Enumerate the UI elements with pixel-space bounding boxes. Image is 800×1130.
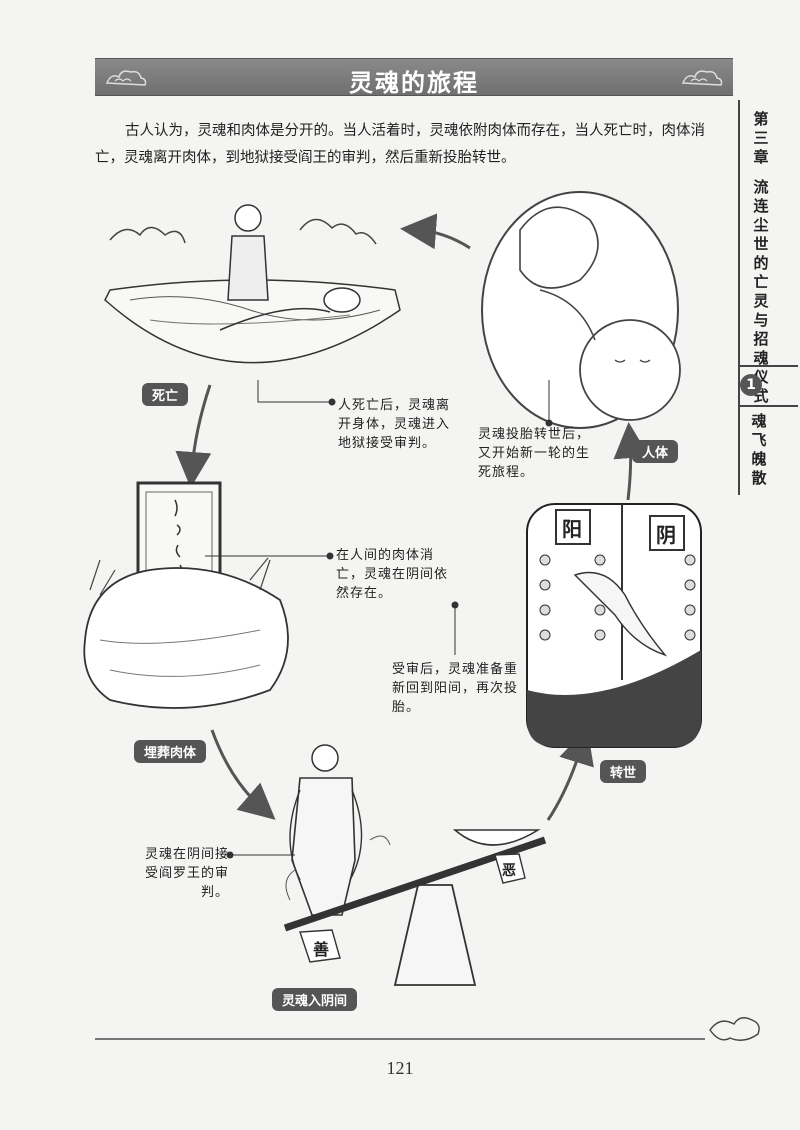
callout-dot [451,601,459,609]
rebirth-gate-illustration [526,503,702,748]
chapter-title: 流连尘世的亡灵与招魂仪式 [753,178,769,405]
side-divider [738,365,798,367]
callout-dot [326,552,334,560]
cloud-ornament-icon [709,1017,760,1041]
cycle-arrow [613,422,650,501]
chapter-side-tab: 第三章 流连尘世的亡灵与招魂仪式 [738,100,790,495]
cycle-arrow [210,729,276,820]
callout-line [257,380,332,403]
cycle-arrow [400,213,471,250]
chapter-number: 第三章 [753,110,769,166]
judgment-illustration [283,744,547,986]
caption-death: 人死亡后，灵魂离开身体，灵魂进入地狱接受审判。 [338,398,451,451]
cycle-arrow [546,727,594,821]
gate-sign-yang: 阳 [562,517,582,541]
callout-dot [545,419,553,427]
page-title: 灵魂的旅程 [349,69,479,97]
grave-illustration [83,481,289,709]
callout-dot [328,398,336,406]
stage-badge-burial: 埋葬肉体 [134,740,207,763]
section-title: 魂飞魄散 [751,412,767,487]
death-illustration [104,204,401,364]
stage-badge-body: 人体 [632,440,679,463]
stage-badge-underworld: 灵魂入阴间 [272,988,358,1011]
caption-rebirth: 受审后，灵魂准备重新回到阳间，再次投胎。 [392,662,519,715]
stage-badge-rebirth: 转世 [600,760,647,783]
gate-sign-yin: 阴 [656,523,676,547]
cloud-ornament-icon [105,70,147,86]
caption-body: 灵魂投胎转世后，又开始新一轮的生死旅程。 [478,427,591,480]
caption-underworld: 灵魂在阴间接受阎罗王的审判。 [144,847,229,900]
cycle-arrow [175,384,212,488]
side-divider [738,405,798,407]
scale-label-good: 善 [313,940,329,959]
section-number-badge: 1 [740,374,762,396]
caption-burial: 在人间的肉体消亡，灵魂在阴间依然存在。 [336,548,449,601]
title-bar: 灵魂的旅程 [95,58,733,97]
stage-badge-death: 死亡 [142,383,189,406]
fetus-illustration [481,191,681,429]
page-number: 121 [386,1058,414,1078]
footer-rule [95,1038,705,1040]
callout-dot [226,851,234,859]
scale-label-evil: 恶 [502,863,516,879]
intro-paragraph: 古人认为，灵魂和肉体是分开的。当人活着时，灵魂依附肉体而存在，当人死亡时，肉体消… [95,123,705,166]
cloud-ornament-icon [681,70,723,86]
